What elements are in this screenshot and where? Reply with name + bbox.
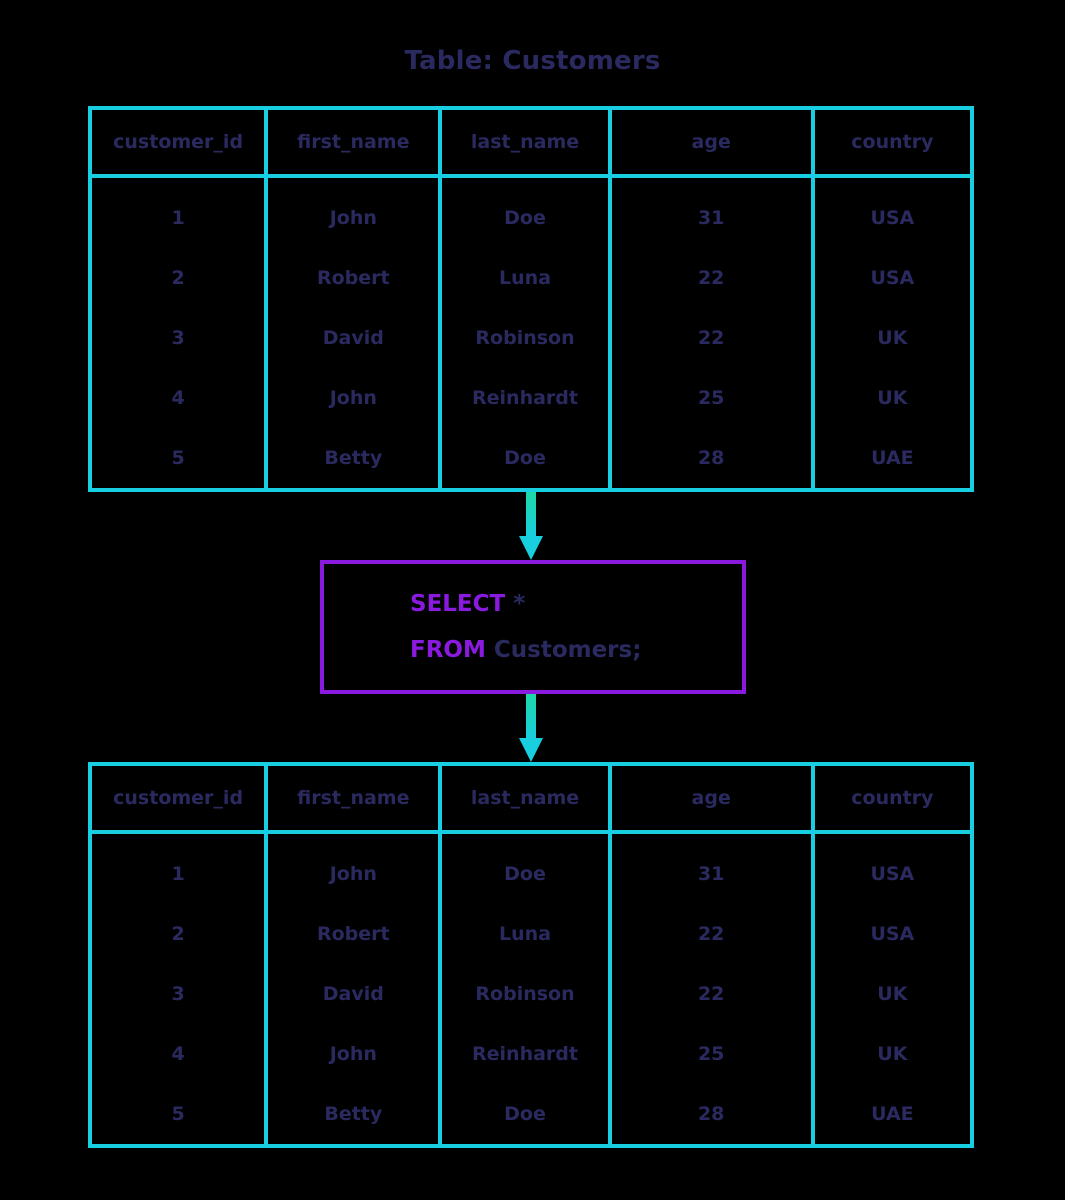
- table-cell: USA: [870, 923, 915, 945]
- column-header-first-name: first_name: [268, 766, 443, 830]
- source-column-last-name: Doe Luna Robinson Reinhardt Doe: [442, 178, 612, 488]
- table-cell: 25: [697, 1043, 725, 1065]
- table-cell: 5: [171, 447, 185, 469]
- table-cell: 1: [171, 207, 185, 229]
- table-cell: David: [322, 327, 384, 349]
- table-cell: Reinhardt: [472, 387, 578, 409]
- table-cell: Luna: [499, 923, 552, 945]
- table-cell: 25: [697, 387, 725, 409]
- table-cell: UK: [877, 387, 908, 409]
- table-cell: 1: [171, 863, 185, 885]
- result-column-country: USA USA UK UK UAE: [815, 834, 970, 1144]
- table-cell: Betty: [324, 1103, 383, 1125]
- table-cell: John: [329, 387, 377, 409]
- column-header-last-name: last_name: [442, 766, 612, 830]
- table-cell: David: [322, 983, 384, 1005]
- arrow-down-icon: [519, 694, 543, 762]
- table-cell: John: [329, 863, 377, 885]
- result-column-age: 31 22 22 25 28: [612, 834, 815, 1144]
- table-cell: UK: [877, 1043, 908, 1065]
- table-cell: Robinson: [475, 327, 575, 349]
- page-title: Table: Customers: [404, 46, 661, 76]
- table-cell: 2: [171, 267, 185, 289]
- table-cell: John: [329, 1043, 377, 1065]
- source-column-customer-id: 1 2 3 4 5: [92, 178, 269, 488]
- table-cell: Doe: [504, 1103, 546, 1125]
- table-cell: 31: [697, 207, 725, 229]
- table-cell: Doe: [504, 447, 546, 469]
- source-table-header-row: customer_id first_name last_name age cou…: [92, 110, 970, 178]
- table-cell: 22: [697, 923, 725, 945]
- table-cell: 4: [171, 1043, 185, 1065]
- table-cell: 4: [171, 387, 185, 409]
- table-cell: 5: [171, 1103, 185, 1125]
- table-cell: 31: [697, 863, 725, 885]
- result-column-last-name: Doe Luna Robinson Reinhardt Doe: [442, 834, 612, 1144]
- table-cell: 22: [697, 983, 725, 1005]
- table-cell: USA: [870, 207, 915, 229]
- sql-keyword-select: SELECT: [410, 591, 506, 617]
- column-header-customer-id: customer_id: [92, 110, 269, 174]
- table-cell: 22: [697, 267, 725, 289]
- sql-keyword-from: FROM: [410, 637, 486, 663]
- source-table: customer_id first_name last_name age cou…: [88, 106, 974, 492]
- table-cell: Reinhardt: [472, 1043, 578, 1065]
- column-header-country: country: [851, 131, 934, 153]
- sql-query-box: SELECT * FROM Customers;: [320, 560, 746, 694]
- table-cell: 3: [171, 327, 185, 349]
- table-cell: UAE: [871, 1103, 914, 1125]
- table-cell: 3: [171, 983, 185, 1005]
- source-table-body: 1 2 3 4 5 John Robert David John Betty D…: [92, 178, 970, 488]
- table-cell: 28: [697, 1103, 725, 1125]
- table-cell: Robert: [316, 923, 390, 945]
- sql-table-name: Customers;: [485, 637, 642, 663]
- table-cell: Robert: [316, 267, 390, 289]
- arrow-head: [519, 738, 543, 762]
- column-header-country: country: [851, 787, 934, 809]
- table-cell: 28: [697, 447, 725, 469]
- table-cell: USA: [870, 267, 915, 289]
- table-cell: Doe: [504, 863, 546, 885]
- table-cell: UK: [877, 983, 908, 1005]
- result-table-body: 1 2 3 4 5 John Robert David John Betty D…: [92, 834, 970, 1144]
- column-header-age: age: [612, 766, 815, 830]
- table-cell: UK: [877, 327, 908, 349]
- column-header-last-name: last_name: [442, 110, 612, 174]
- table-cell: John: [329, 207, 377, 229]
- result-table-header-row: customer_id first_name last_name age cou…: [92, 766, 970, 834]
- table-cell: 22: [697, 327, 725, 349]
- result-table: customer_id first_name last_name age cou…: [88, 762, 974, 1148]
- table-cell: USA: [870, 863, 915, 885]
- table-cell: UAE: [871, 447, 914, 469]
- arrow-shaft: [526, 492, 536, 538]
- source-column-first-name: John Robert David John Betty: [268, 178, 443, 488]
- table-cell: Robinson: [475, 983, 575, 1005]
- sql-line-select: SELECT *: [410, 581, 742, 627]
- sql-line-from: FROM Customers;: [410, 627, 742, 673]
- table-cell: Doe: [504, 207, 546, 229]
- arrow-head: [519, 536, 543, 560]
- arrow-shaft: [526, 694, 536, 740]
- table-cell: 2: [171, 923, 185, 945]
- source-column-country: USA USA UK UK UAE: [815, 178, 970, 488]
- column-header-customer-id: customer_id: [92, 766, 269, 830]
- sql-star-token: *: [505, 591, 526, 617]
- column-header-first-name: first_name: [268, 110, 443, 174]
- source-column-age: 31 22 22 25 28: [612, 178, 815, 488]
- table-cell: Betty: [324, 447, 383, 469]
- column-header-age: age: [612, 110, 815, 174]
- table-cell: Luna: [499, 267, 552, 289]
- arrow-down-icon: [519, 492, 543, 560]
- result-column-first-name: John Robert David John Betty: [268, 834, 443, 1144]
- result-column-customer-id: 1 2 3 4 5: [92, 834, 269, 1144]
